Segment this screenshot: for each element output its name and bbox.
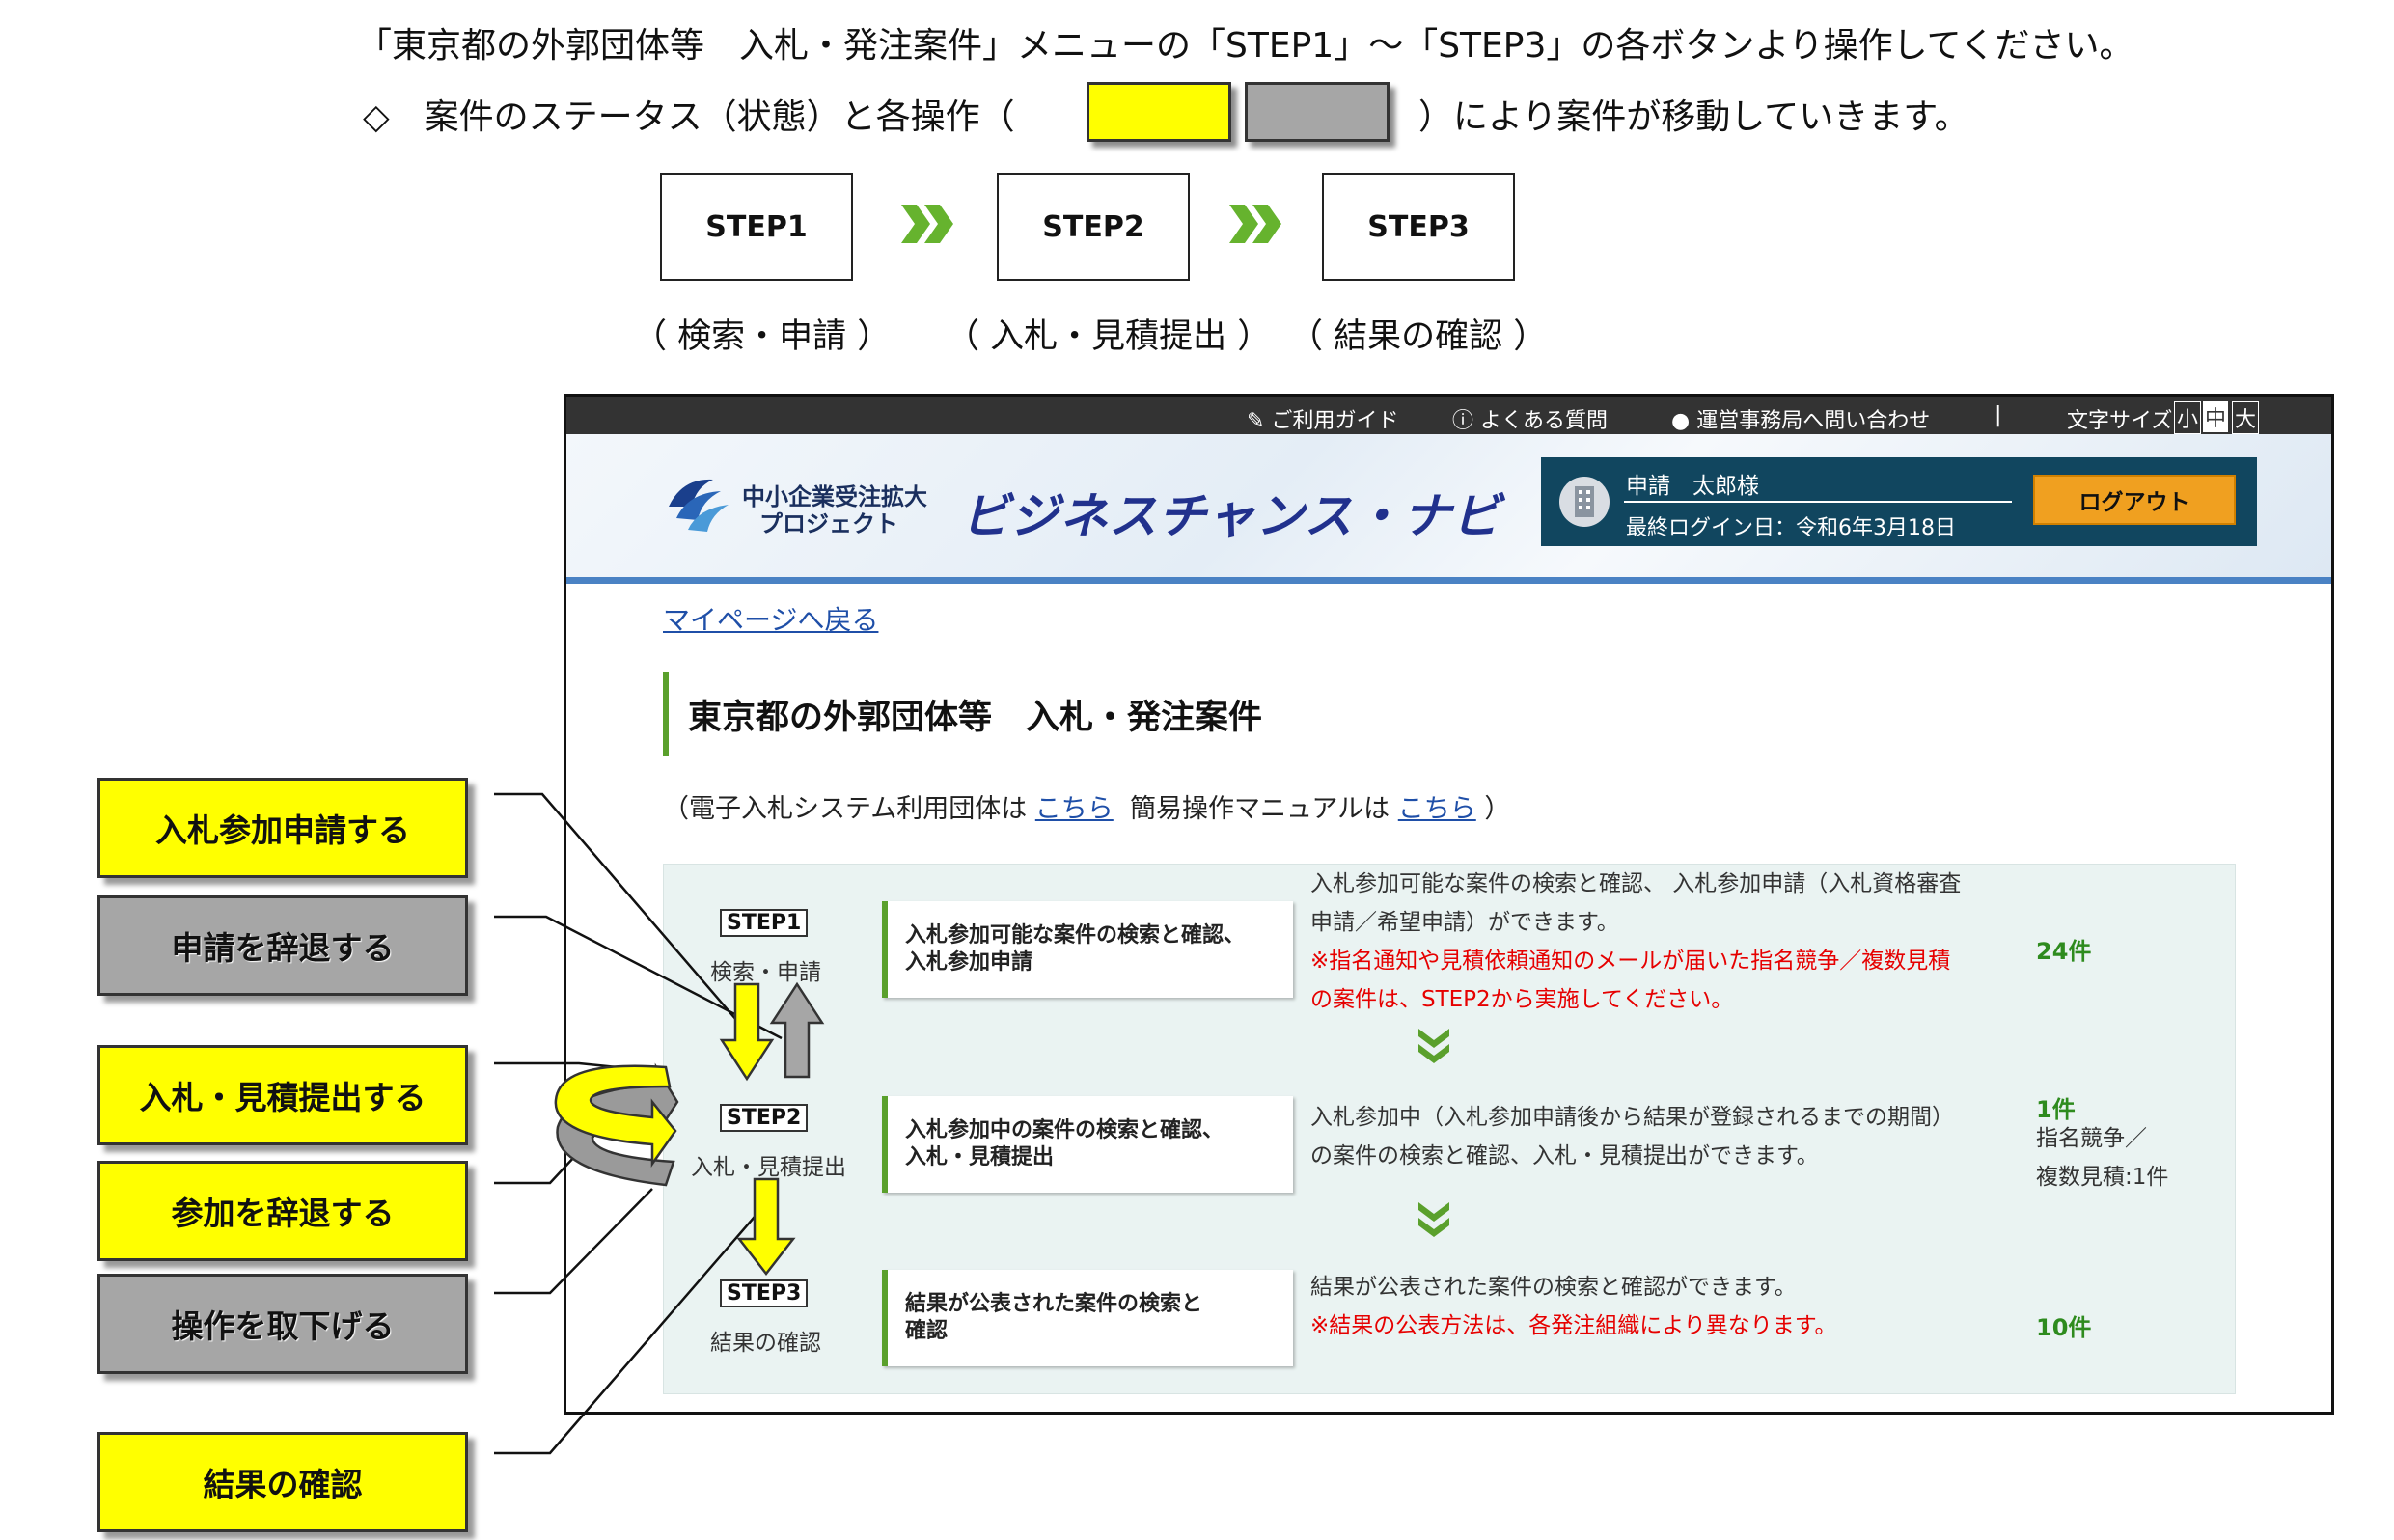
callout-submit-bid: 入札・見積提出する [97, 1045, 468, 1145]
logo-text-line1: 中小企業受注拡大 [742, 483, 927, 510]
flow-step1-label: （ 検索・申請 ） [633, 317, 892, 356]
callout-apply: 入札参加申請する [97, 778, 468, 878]
step3-count[interactable]: 10件 [2036, 1314, 2092, 1341]
flow-step2-box: STEP2 [997, 173, 1190, 281]
project-logo-icon [669, 479, 729, 532]
step3-card[interactable]: 結果が公表された案件の検索と確認 [882, 1270, 1293, 1366]
down-chevron-icon [1418, 1029, 1449, 1063]
yellow-down-arrow-icon [719, 982, 775, 1082]
contact-link[interactable]: ● 運営事務局へ問い合わせ [1671, 409, 1931, 433]
font-small-button[interactable]: 小 [2174, 401, 2202, 434]
back-to-mypage-link[interactable]: マイページへ戻る [663, 604, 879, 636]
callout-decline: 参加を辞退する [97, 1161, 468, 1261]
yellow-cycle-arrow-icon [554, 1064, 677, 1168]
user-name: 申請 太郎様 [1626, 474, 1759, 499]
step1-sub: 検索・申請 [710, 960, 821, 985]
step1-badge: STEP1 [720, 909, 809, 937]
step3-sub: 結果の確認 [710, 1331, 821, 1356]
leader-revert [494, 1188, 653, 1295]
site-screenshot: ✎ ご利用ガイド ⓘ よくある質問 ● 運営事務局へ問い合わせ | 文字サイズ … [564, 394, 2334, 1415]
callout-result: 結果の確認 [97, 1432, 468, 1532]
yellow-down-arrow-icon [736, 1177, 796, 1277]
down-chevron-icon [1418, 1202, 1449, 1237]
step3-badge: STEP3 [720, 1279, 809, 1307]
step1-desc: 入札参加可能な案件の検索と確認、 入札参加申請（入札資格審査 申請／希望申請）が… [1310, 871, 1962, 1012]
logout-button[interactable]: ログアウト [2033, 475, 2236, 525]
intro-line-2-pre: ◇ 案件のステータス（状態）と各操作（ [363, 97, 1015, 137]
callout-withdraw-apply: 申請を辞退する [97, 895, 468, 996]
page-title: 東京都の外郭団体等 入札・発注案件 [663, 672, 1262, 756]
leader-apply [494, 792, 750, 1035]
flow-step2-label: （ 入札・見積提出 ） [946, 317, 1272, 356]
step2-sub: 入札・見積提出 [691, 1155, 846, 1180]
last-login: 最終ログイン日：令和6年3月18日 [1626, 516, 1956, 540]
double-chevron-icon [1229, 205, 1281, 243]
legend-gray-swatch [1245, 82, 1390, 142]
user-box: 申請 太郎様 最終ログイン日：令和6年3月18日 ログアウト [1541, 457, 2257, 546]
step3-desc: 結果が公表された案件の検索と確認ができます。 ※結果の公表方法は、各発注組織によ… [1310, 1275, 1837, 1338]
eprocurement-link[interactable]: こちら [1034, 794, 1114, 824]
step-panel: STEP1 検索・申請 入札参加可能な案件の検索と確認、入札参加申請 入札参加可… [663, 864, 2236, 1394]
font-large-button[interactable]: 大 [2232, 401, 2260, 434]
site-title: ビジネスチャンス・ナビ [961, 488, 1501, 544]
callout-revert: 操作を取下げる [97, 1274, 468, 1374]
legend-yellow-swatch [1087, 82, 1231, 142]
leader-result [494, 1209, 761, 1455]
intro-line-2-post: ）により案件が移動していきます。 [1418, 97, 1969, 137]
step1-card[interactable]: 入札参加可能な案件の検索と確認、入札参加申請 [882, 901, 1293, 998]
step1-count[interactable]: 24件 [2036, 938, 2092, 965]
faq-link[interactable]: ⓘ よくある質問 [1452, 409, 1609, 433]
site-topbar: ✎ ご利用ガイド ⓘ よくある質問 ● 運営事務局へ問い合わせ | 文字サイズ … [566, 397, 2331, 434]
flow-step3-label: （ 結果の確認 ） [1289, 317, 1548, 356]
flow-step1-box: STEP1 [660, 173, 853, 281]
manual-link[interactable]: こちら [1397, 794, 1476, 824]
flow-step3-box: STEP3 [1322, 173, 1515, 281]
font-mid-button[interactable]: 中 [2203, 401, 2229, 432]
fontsize-label: 文字サイズ [2067, 409, 2173, 433]
step2-badge: STEP2 [720, 1104, 809, 1132]
step2-desc: 入札参加中（入札参加申請後から結果が登録されるまでの期間） の案件の検索と確認、… [1310, 1105, 1954, 1169]
intro-line-1: 「東京都の外郭団体等 入札・発注案件」メニューの「STEP1」〜「STEP3」の… [357, 26, 2134, 66]
double-chevron-icon [901, 205, 953, 243]
step2-card[interactable]: 入札参加中の案件の検索と確認、入札・見積提出 [882, 1096, 1293, 1193]
leader-withdraw-apply [494, 915, 783, 1040]
gray-up-arrow-icon [769, 981, 825, 1079]
step2-count[interactable]: 1件 [2036, 1096, 2076, 1123]
logo-text-line2: プロジェクト [759, 510, 898, 537]
notice-line: （電子入札システム利用団体は こちら 簡易操作マニュアルは こちら ） [663, 794, 1511, 824]
topbar-separator: | [1995, 403, 2002, 427]
step2-count-sub: 指名競争／ 複数見積:1件 [2036, 1126, 2169, 1190]
building-icon [1559, 477, 1610, 527]
guide-link[interactable]: ✎ ご利用ガイド [1247, 409, 1399, 433]
